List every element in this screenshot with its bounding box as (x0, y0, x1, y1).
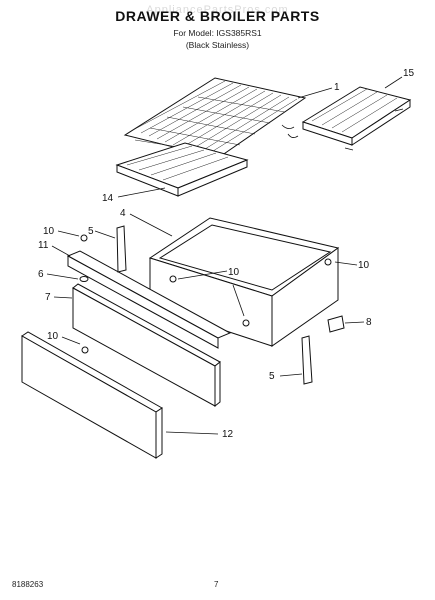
drawer-body-part (148, 217, 340, 347)
page-title: DRAWER & BROILER PARTS (115, 8, 320, 24)
callout-5-right: 5 (269, 371, 275, 382)
callout-10-center: 10 (228, 267, 240, 278)
callout-6: 6 (38, 269, 44, 280)
drawer-inner-front-part (72, 283, 221, 408)
model-line: For Model: IGS385RS1 (173, 28, 262, 38)
callout-15: 15 (403, 68, 415, 79)
drawer-slide-left-part (116, 225, 127, 273)
drawer-rail-part (66, 250, 232, 349)
watermark: AppliancePartsPros.com (146, 4, 289, 16)
callout-10-lower-left: 10 (47, 331, 59, 342)
callout-8: 8 (366, 317, 372, 328)
callout-14: 14 (102, 193, 114, 204)
drawer-outer-panel-part (21, 331, 163, 459)
bracket-part (327, 315, 345, 333)
finish-line: (Black Stainless) (185, 40, 250, 50)
broiler-rack-part (123, 77, 307, 159)
page-number: 7 (214, 580, 219, 589)
screw-parts (79, 234, 332, 354)
callout-10-upper-left: 10 (43, 226, 55, 237)
drawer-slide-right-part (301, 335, 313, 385)
callout-4: 4 (120, 208, 126, 219)
callout-1: 1 (334, 82, 340, 93)
callout-12: 12 (222, 429, 234, 440)
document-number: 8188263 (12, 580, 44, 589)
callout-5-left: 5 (88, 226, 94, 237)
small-rack-part (301, 86, 412, 151)
callout-10-right: 10 (358, 260, 370, 271)
callout-7: 7 (45, 292, 51, 303)
leader-lines (46, 76, 403, 435)
callout-11: 11 (38, 240, 49, 251)
